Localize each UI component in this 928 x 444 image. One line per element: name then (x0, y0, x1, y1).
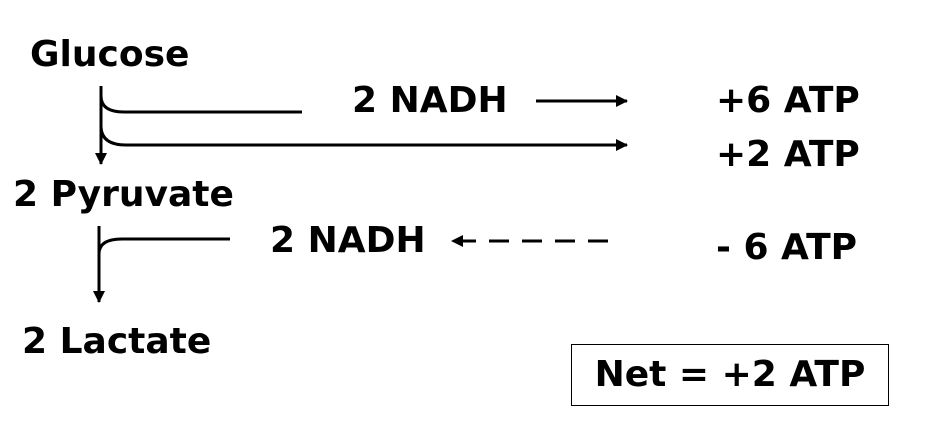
nadh-consume-branch-line (97, 237, 230, 255)
pyruvate-label: 2 Pyruvate (13, 174, 234, 215)
glucose-label: Glucose (30, 34, 190, 75)
atp-consumed-label: - 6 ATP (716, 227, 858, 268)
nadh-branch-line (99, 95, 302, 114)
atp-substrate-level-label: +2 ATP (716, 134, 860, 175)
nadh-consumed-label: 2 NADH (270, 220, 426, 261)
atp-branch-arrow (99, 125, 628, 151)
nadh-produced-label: 2 NADH (352, 80, 508, 121)
net-atp-summary-text: Net = +2 ATP (594, 354, 866, 395)
net-atp-summary-box: Net = +2 ATP (571, 344, 889, 406)
lactate-label: 2 Lactate (22, 321, 212, 362)
atp-from-nadh-label: +6 ATP (716, 80, 860, 121)
